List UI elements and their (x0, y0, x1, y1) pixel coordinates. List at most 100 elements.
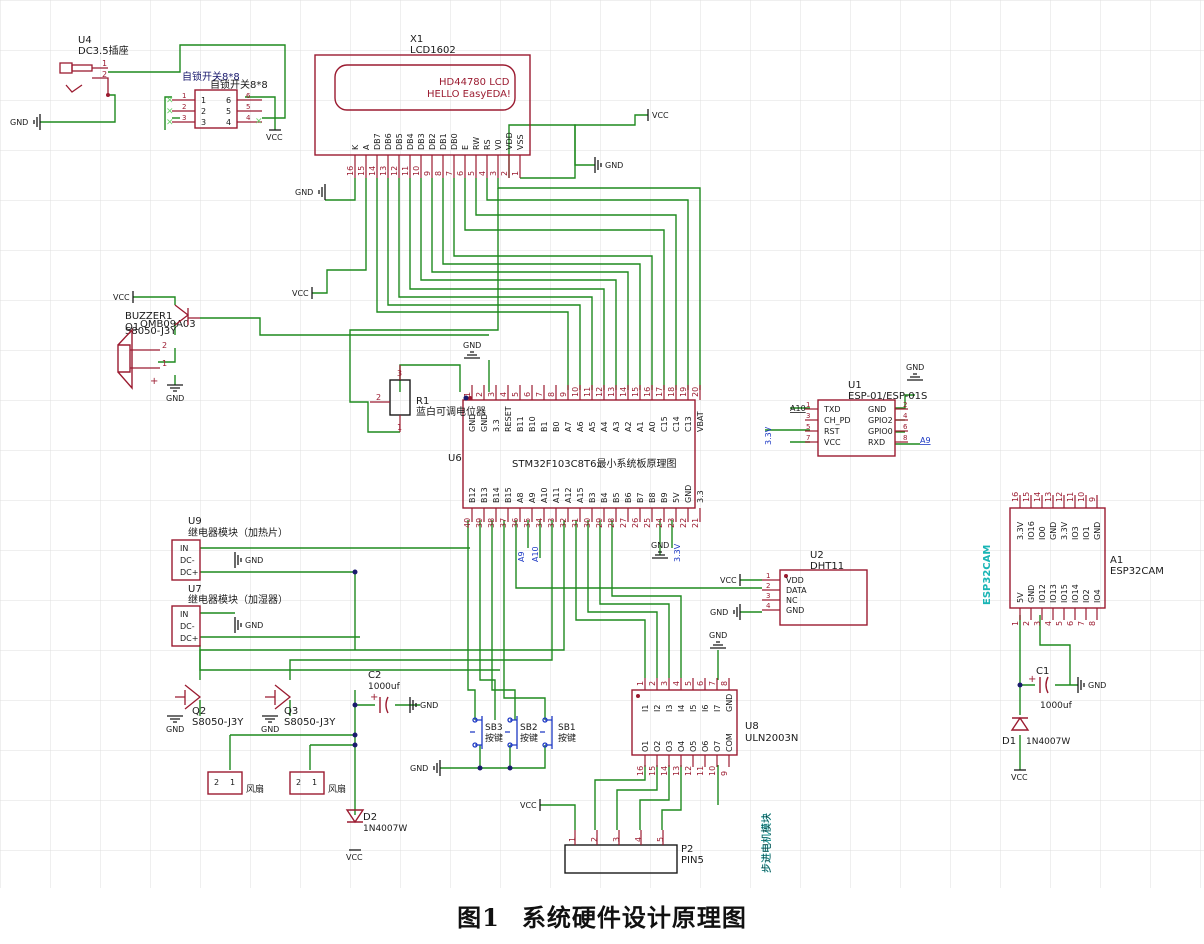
uln-top-pin-name: I4 (677, 705, 686, 712)
u7-value: 继电器模块（加湿器） (188, 593, 288, 606)
esp32-top-pin-name: 3.3V (1016, 521, 1025, 540)
ground-icon (652, 551, 668, 559)
ground-icon (234, 552, 242, 568)
buzzer-pin2: 2 (162, 341, 167, 350)
lcd-pin-num: 9 (423, 171, 432, 176)
mcu-top-pin-num: 13 (607, 387, 616, 397)
no-connect-icon: ✕ (166, 96, 174, 106)
mcu-top-pin-name: C14 (672, 416, 681, 432)
esp01-value: ESP-01/ESP-01S (848, 391, 927, 402)
uln-top-pin-num: 3 (660, 681, 669, 686)
uln-bottom-pin-num: 9 (720, 771, 729, 776)
uln-bottom-pin-name: O5 (689, 741, 698, 752)
mcu-top-pin-name: B11 (516, 416, 525, 432)
mcu-bottom-pin-num: 28 (607, 518, 616, 528)
buzzer-q-designator: Q1 (125, 322, 139, 333)
q3-designator: Q3 (284, 706, 298, 717)
sb2-designator: SB2 (520, 723, 538, 733)
dht-pin-name: NC (786, 596, 798, 605)
dht-pin-num: 3 (766, 592, 770, 600)
lcd-pin-num: 14 (368, 166, 377, 176)
diode-d1: D1 1N4007W (1002, 716, 1070, 747)
esp32-top-pin-name: IO3 (1071, 526, 1080, 540)
switch-inner-left: 3 (201, 118, 206, 127)
esp32-bottom-pin-num: 5 (1055, 621, 1064, 626)
dht-pin-num: 2 (766, 582, 770, 590)
p2-pin-num: 2 (590, 837, 599, 842)
dht-pin-name: VDD (786, 576, 804, 585)
lcd-value: LCD1602 (410, 45, 456, 56)
p2-pin-num: 3 (612, 837, 621, 842)
esp32-top-pin-num: 16 (1011, 492, 1020, 502)
net-label-3v3: 3.3V (673, 543, 682, 562)
mcu-top-pin-num: 16 (643, 387, 652, 397)
p2-pin-num: 4 (634, 837, 643, 842)
ground-icon (167, 384, 183, 392)
esp32-bottom-pin-name: IO12 (1038, 584, 1047, 603)
u7-dcp: DC+ (180, 634, 198, 643)
lcd-pin-name: K (351, 144, 360, 150)
mcu-bottom-pin-name: B8 (648, 492, 657, 503)
esp32-top-pin-name: GND (1049, 522, 1058, 540)
mcu-top-pin-num: 18 (667, 387, 676, 397)
mcu-bottom-pin-name: B14 (492, 487, 501, 503)
uln-bottom-pin-name: O3 (665, 741, 674, 752)
net-label-3v3: 3.3V (764, 426, 773, 445)
uln-bottom-pin-name: O1 (641, 741, 650, 752)
capacitor-c2: C2 1000uf + (368, 670, 401, 714)
sb2-value: 按键 (520, 732, 538, 744)
buzzer-value2: QMB09A03 (140, 319, 196, 330)
mcu-bottom-pin-num: 39 (475, 518, 484, 528)
c1-designator: C1 (1036, 666, 1049, 677)
esp01-left-pin-name: TXD (823, 405, 841, 414)
potentiometer-r1: 3 2 1 R1 蓝白可调电位器 (370, 365, 486, 432)
mcu-bottom-pin-num: 26 (631, 518, 640, 528)
lcd-pin-num: 3 (489, 171, 498, 176)
switch-left-pin-num: 2 (182, 103, 186, 111)
mcu-top-pin-num: 12 (595, 387, 604, 397)
r1-value: 蓝白可调电位器 (416, 405, 486, 418)
sb3-value: 按键 (485, 732, 503, 744)
lcd-pin-num: 13 (379, 166, 388, 176)
lcd1602: X1 LCD1602 HD44780 LCD HELLO EasyEDA! K1… (314, 34, 531, 178)
esp32-bottom-pin-num: 2 (1022, 621, 1031, 626)
ground-icon (33, 114, 41, 130)
mcu-top-pin-name: B10 (528, 416, 537, 432)
q2-value: S8050-J3Y (192, 717, 244, 728)
schematic-sheet: X1 LCD1602 HD44780 LCD HELLO EasyEDA! K1… (0, 0, 1204, 888)
ground-icon (167, 715, 183, 723)
mcu-bottom-pin-name: B12 (468, 487, 477, 503)
buttons (470, 716, 553, 749)
mcu-bottom-pin-name: A15 (576, 487, 585, 503)
net-label-vcc: VCC (292, 289, 309, 298)
esp32-top-pin-num: 13 (1044, 492, 1053, 502)
lcd-pin-name: A (362, 144, 371, 150)
switch-inner-right: 6 (226, 96, 231, 105)
lcd-pin-name: DB4 (406, 133, 415, 150)
switch-left-pin-num: 3 (182, 114, 186, 122)
esp32-top-pin-num: 12 (1055, 492, 1064, 502)
fan1-label: 风扇 (246, 783, 264, 795)
buzzer-designator: BUZZER1 (125, 311, 172, 322)
esp32-bottom-pin-num: 7 (1077, 621, 1086, 626)
mcu-bottom-pin-num: 30 (583, 518, 592, 528)
lcd-pin-num: 15 (357, 166, 366, 176)
switch-right-pin-num: 5 (246, 103, 250, 111)
net-label-gnd: GND (420, 701, 438, 710)
mcu-bottom-pin-num: 38 (487, 518, 496, 528)
lcd-pin-num: 11 (401, 166, 410, 176)
switch-inner-left: 1 (201, 96, 206, 105)
mcu-top-pin-num: 17 (655, 387, 664, 397)
net-label-a10: A10 (790, 404, 806, 413)
lcd-pin-num: 4 (478, 171, 487, 176)
mcu-top-pin-name: C15 (660, 416, 669, 432)
lcd-pin-name: VDD (505, 132, 514, 150)
switch-inner-right: 5 (226, 107, 231, 116)
lcd-pin-num: 12 (390, 166, 399, 176)
u9-dcp: DC+ (180, 568, 198, 577)
r1-pin1: 1 (397, 423, 402, 432)
lcd-pin-num: 8 (434, 171, 443, 176)
net-label-gnd: GND (261, 725, 279, 734)
junction-dot (1017, 682, 1023, 688)
